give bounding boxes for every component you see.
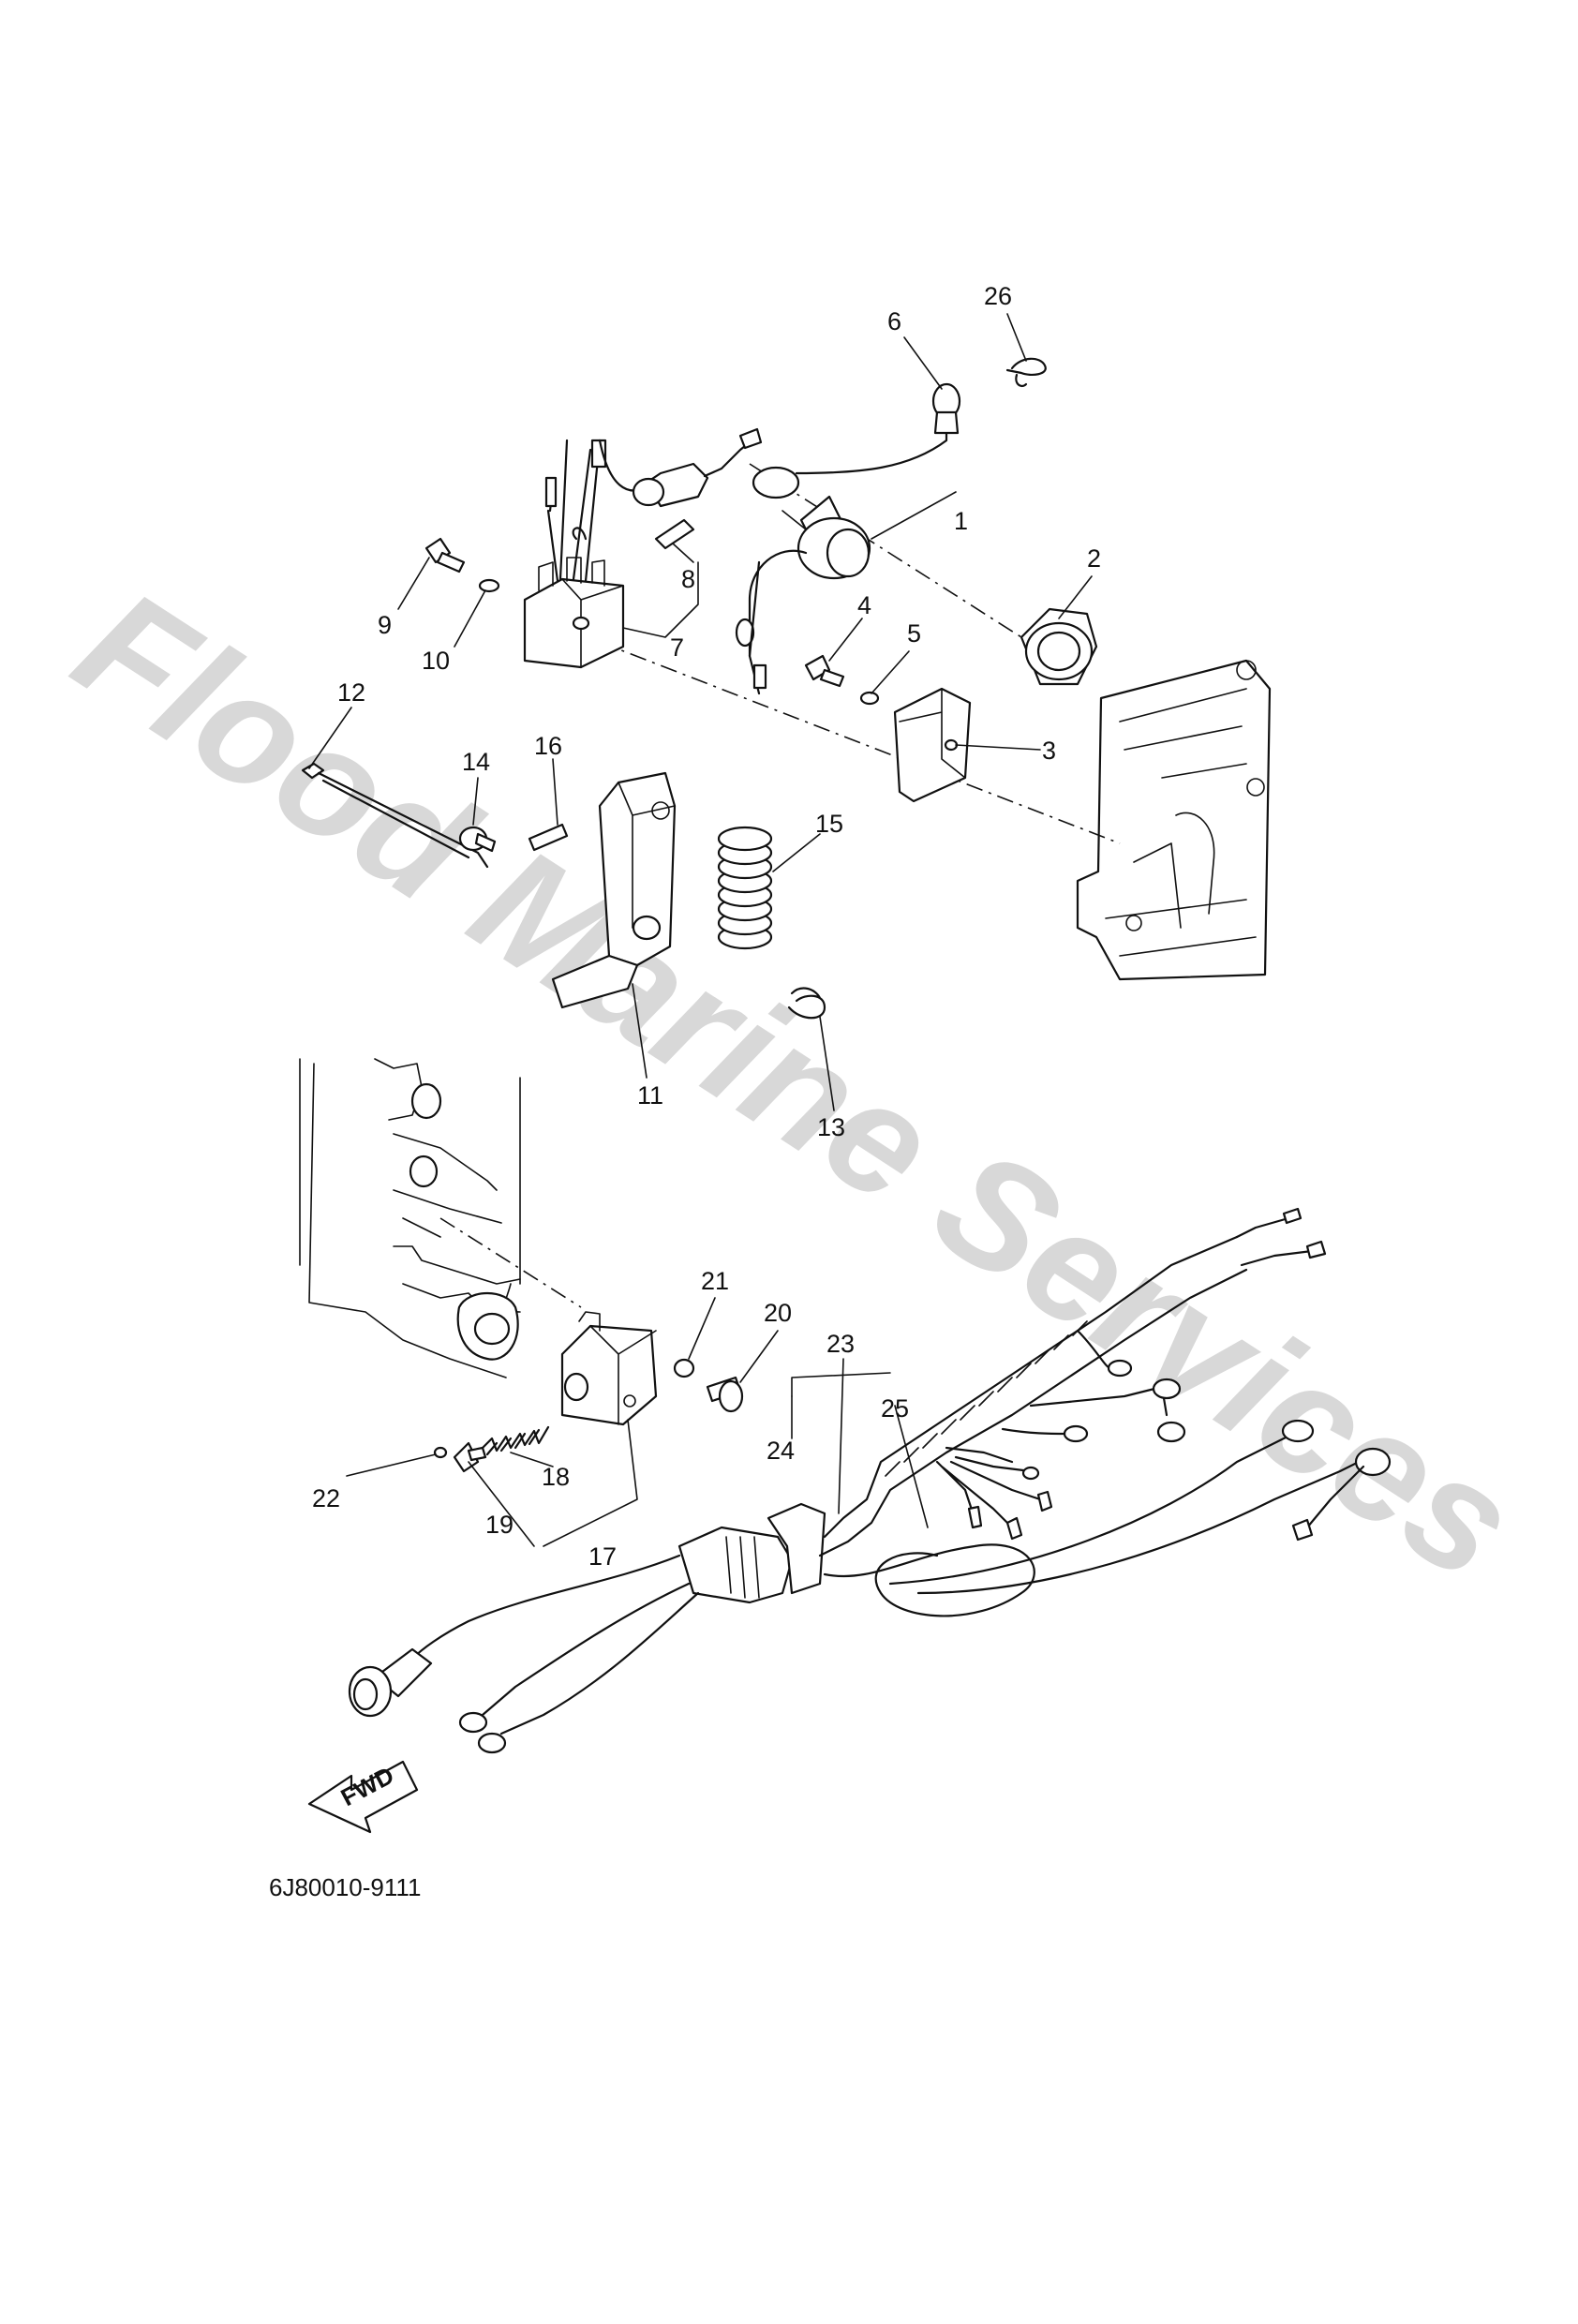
callout-13: 13 [817, 1113, 845, 1141]
engine-bracket [1076, 659, 1272, 981]
callout-12: 12 [337, 678, 365, 707]
callout-21: 21 [701, 1267, 729, 1295]
fuse [654, 518, 695, 550]
wire-harness [348, 1207, 1392, 1754]
starter-solenoid [735, 472, 871, 695]
callout-4: 4 [857, 591, 871, 619]
washer-21 [673, 1358, 695, 1378]
callout-11: 11 [637, 1081, 663, 1110]
callout-9: 9 [378, 611, 392, 639]
callout-15: 15 [815, 810, 843, 838]
callout-5: 5 [907, 619, 921, 648]
callout-6: 6 [887, 307, 901, 335]
callout-8: 8 [681, 565, 695, 593]
callout-16: 16 [534, 732, 562, 760]
callout-10: 10 [422, 647, 450, 675]
diagram-code: 6J80010-9111 [269, 1873, 421, 1901]
callout-17: 17 [588, 1542, 617, 1571]
bolt-9 [424, 537, 466, 574]
callout-1: 1 [954, 507, 968, 535]
alignment-line-2 [599, 641, 1121, 844]
callout-19: 19 [485, 1511, 514, 1539]
bolt-16 [528, 823, 569, 852]
cdi-bracket [551, 771, 677, 1009]
plunger-19 [453, 1441, 487, 1473]
screw-20 [706, 1376, 744, 1413]
callout-24: 24 [767, 1437, 795, 1465]
rectifier-regulator [523, 439, 648, 669]
fuse-holder [632, 427, 763, 508]
alignment-line-3 [439, 1217, 582, 1308]
alignment-line-1 [749, 463, 1022, 638]
callout-25: 25 [881, 1394, 909, 1423]
bolt-4 [804, 654, 845, 688]
callout-23: 23 [826, 1330, 855, 1358]
callout-26: 26 [984, 282, 1012, 310]
wire-clip [1005, 357, 1047, 388]
callout-20: 20 [764, 1299, 792, 1327]
screw-14 [458, 826, 497, 853]
solenoid-bracket [893, 687, 972, 803]
leader-lines [308, 313, 1093, 1547]
callout-numbers: 1 2 3 4 5 6 7 8 9 10 11 12 13 14 15 16 1… [312, 282, 1101, 1571]
battery-cable [752, 382, 961, 499]
neutral-switch [560, 1311, 658, 1426]
clip-13 [787, 987, 826, 1020]
spring-18 [481, 1425, 550, 1456]
spring-15 [717, 826, 773, 950]
washer-5 [859, 691, 880, 706]
callout-14: 14 [462, 748, 490, 776]
callout-3: 3 [1042, 737, 1056, 765]
callout-7: 7 [670, 633, 684, 662]
eclip-22 [433, 1446, 448, 1459]
grommet [1020, 607, 1098, 686]
washer-10 [478, 578, 500, 593]
callout-18: 18 [542, 1463, 570, 1491]
watermark: Flood Marine Services [47, 556, 1544, 1614]
callout-22: 22 [312, 1484, 340, 1512]
callout-2: 2 [1087, 544, 1101, 573]
forward-arrow: FWD [307, 1760, 419, 1834]
engine-block [299, 1058, 521, 1378]
